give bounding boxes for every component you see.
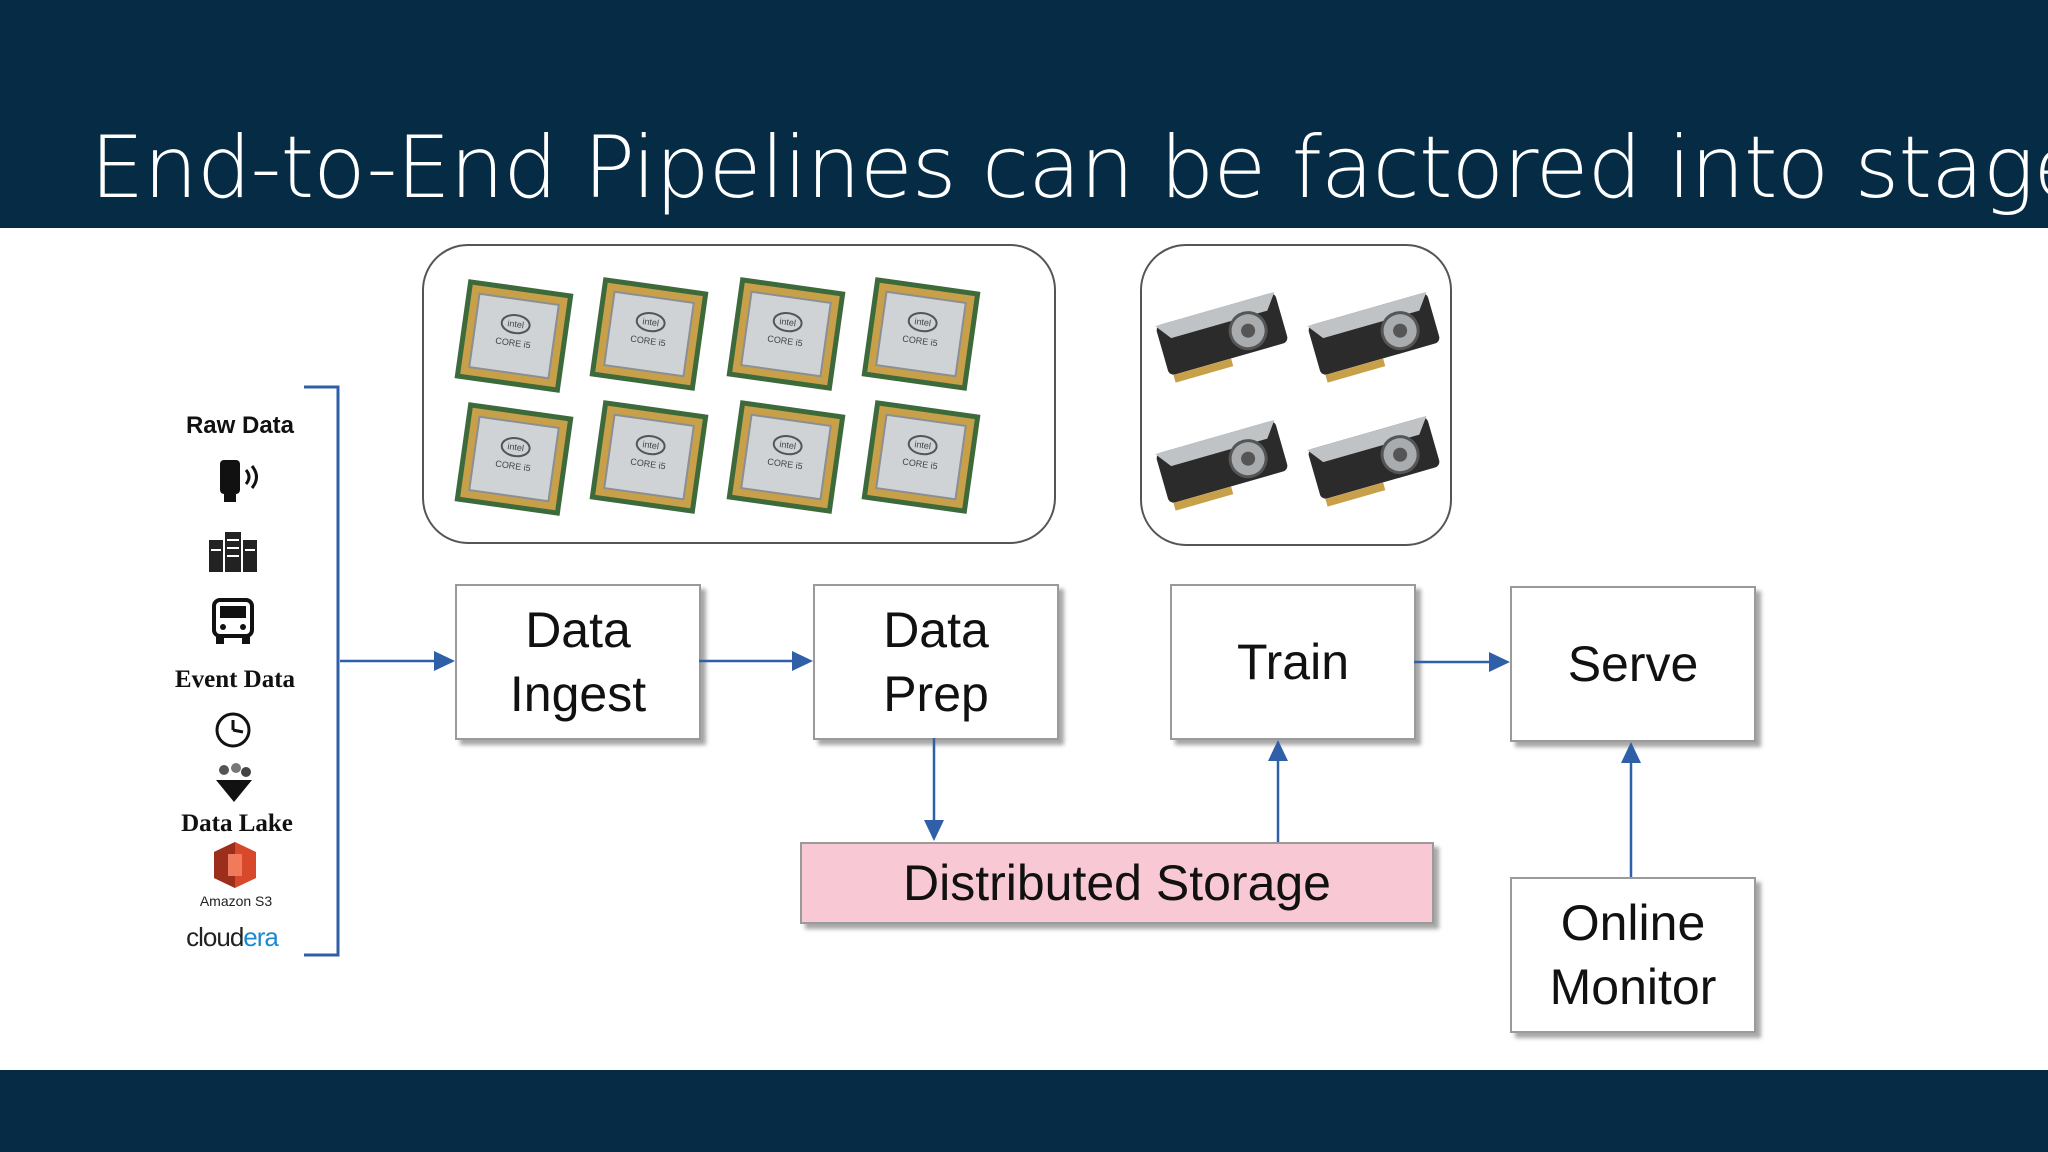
- svg-text:CORE i5: CORE i5: [495, 459, 532, 474]
- svg-text:CORE i5: CORE i5: [767, 334, 804, 349]
- svg-text:intel: intel: [914, 316, 932, 328]
- slide-title: End-to-End Pipelines can be factored int…: [90, 118, 2048, 218]
- arrow-prep-to-storage: [924, 738, 944, 841]
- cloudera-logo-part1: cloud: [186, 922, 244, 952]
- arrow-sources-to-ingest: [340, 651, 455, 671]
- stage-serve: Serve: [1510, 586, 1756, 742]
- arrow-storage-to-train: [1268, 740, 1288, 842]
- arrow-ingest-to-prep: [699, 651, 813, 671]
- svg-text:intel: intel: [779, 439, 797, 451]
- cpu-chip-icon: intel CORE i5: [726, 400, 846, 514]
- distributed-storage: Distributed Storage: [800, 842, 1434, 924]
- cpu-chip-icon: intel CORE i5: [589, 277, 709, 391]
- gpu-card-icon: [1155, 419, 1288, 511]
- stage-serve-label: Serve: [1567, 636, 1699, 692]
- stage-train-label: Train: [1236, 634, 1350, 690]
- gpu-cards: [1155, 291, 1440, 511]
- stage-data-ingest: Data Ingest: [455, 584, 701, 740]
- gpu-card-icon: [1307, 291, 1440, 383]
- svg-text:intel: intel: [779, 316, 797, 328]
- svg-text:intel: intel: [507, 441, 525, 453]
- event-data-label: Event Data: [174, 666, 296, 693]
- cpu-chips: intel CORE i5 intel CORE i5 intel CORE i…: [454, 277, 981, 516]
- stage-online-monitor: Online Monitor: [1510, 877, 1756, 1033]
- raw-data-label: Raw Data: [185, 412, 295, 439]
- svg-text:intel: intel: [914, 439, 932, 451]
- amazon-s3-label: Amazon S3: [199, 893, 273, 909]
- distributed-storage-label: Distributed Storage: [902, 855, 1331, 911]
- cloudera-logo-part2: era: [243, 922, 279, 952]
- svg-text:CORE i5: CORE i5: [630, 457, 667, 472]
- funnel-icon: [216, 763, 252, 802]
- svg-text:CORE i5: CORE i5: [495, 336, 532, 351]
- cloudera-logo: cloudera: [142, 922, 322, 953]
- cpu-chip-icon: intel CORE i5: [861, 400, 981, 514]
- arrow-monitor-to-serve: [1621, 742, 1641, 877]
- stage-data-ingest-label: Data Ingest: [509, 602, 647, 722]
- data-lake-label: Data Lake: [181, 810, 293, 837]
- svg-text:CORE i5: CORE i5: [767, 457, 804, 472]
- arrow-train-to-serve: [1414, 652, 1510, 672]
- server-rack-icon: [209, 532, 257, 572]
- svg-text:CORE i5: CORE i5: [902, 334, 939, 349]
- sources-bracket: [304, 385, 340, 957]
- sensor-device-icon: [220, 460, 258, 502]
- svg-text:CORE i5: CORE i5: [630, 334, 667, 349]
- gpu-group: [1140, 244, 1452, 546]
- stage-online-monitor-label: Online Monitor: [1549, 895, 1717, 1015]
- stage-data-prep: Data Prep: [813, 584, 1059, 740]
- footer-band: [0, 1070, 2048, 1152]
- gpu-card-icon: [1307, 415, 1440, 507]
- stage-train: Train: [1170, 584, 1416, 740]
- stage-data-prep-label: Data Prep: [883, 602, 989, 722]
- cpu-chip-icon: intel CORE i5: [726, 277, 846, 391]
- amazon-s3-icon: [214, 842, 256, 888]
- vehicle-icon: [212, 598, 254, 644]
- cpu-chip-icon: intel CORE i5: [454, 279, 574, 393]
- svg-text:intel: intel: [642, 316, 660, 328]
- clock-icon: [215, 712, 251, 748]
- svg-text:CORE i5: CORE i5: [902, 457, 939, 472]
- gpu-card-icon: [1155, 291, 1288, 383]
- title-band: End-to-End Pipelines can be factored int…: [0, 0, 2048, 228]
- svg-text:intel: intel: [507, 318, 525, 330]
- cpu-group: intel CORE i5 intel CORE i5 intel CORE i…: [422, 244, 1056, 544]
- svg-text:intel: intel: [642, 439, 660, 451]
- cpu-chip-icon: intel CORE i5: [454, 402, 574, 516]
- cpu-chip-icon: intel CORE i5: [589, 400, 709, 514]
- cpu-chip-icon: intel CORE i5: [861, 277, 981, 391]
